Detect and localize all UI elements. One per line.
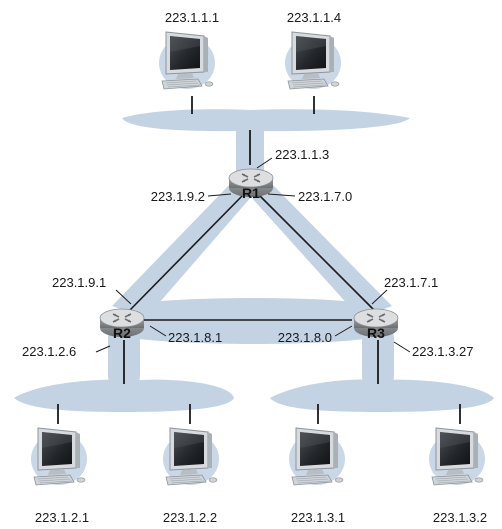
link-r1-r3-area [250, 182, 392, 318]
interface-label-r2-top: 223.1.9.1 [52, 275, 106, 290]
host-ip-label: 223.1.2.2 [163, 510, 217, 525]
interface-label-r1-top: 223.1.1.3 [275, 147, 329, 162]
interface-label-r3-top: 223.1.7.1 [384, 275, 438, 290]
interface-label-r3-bottom: 223.1.3.27 [412, 344, 473, 359]
host-ip-label: 223.1.1.4 [287, 10, 341, 25]
subnet-areas [14, 109, 494, 412]
host-ip-label: 223.1.1.1 [165, 10, 219, 25]
interface-labels: 223.1.1.3 223.1.9.2 223.1.7.0 223.1.9.1 … [22, 147, 473, 359]
computer-icon [428, 427, 486, 486]
lan-223-1-1 [122, 109, 410, 132]
router-label: R2 [113, 325, 131, 341]
label-leaders [95, 157, 411, 353]
interface-label-r3-left: 223.1.8.0 [278, 330, 332, 345]
router-r3: R3 [353, 308, 399, 341]
computer-icon [162, 427, 220, 486]
lan-223-1-2 [14, 379, 234, 412]
router-label: R3 [367, 325, 385, 341]
router-r1: R1 [228, 168, 274, 201]
computer-icon [30, 427, 88, 486]
computer-icon [284, 31, 342, 90]
links [57, 96, 461, 424]
router-r2: R2 [99, 308, 145, 341]
link-r1-r3 [257, 193, 375, 311]
host-top-right: 223.1.1.4 [284, 10, 342, 90]
interface-label-r1-right: 223.1.7.0 [298, 189, 352, 204]
link-r1-r2 [129, 193, 245, 311]
host-bottom-2: 223.1.2.2 [162, 427, 220, 525]
router-label: R1 [242, 185, 260, 201]
host-ip-label: 223.1.2.1 [35, 510, 89, 525]
computer-icon [158, 31, 216, 90]
interface-label-r2-right: 223.1.8.1 [168, 330, 222, 345]
host-bottom-4: 223.1.3.2 [428, 427, 487, 525]
host-ip-label: 223.1.3.2 [433, 510, 487, 525]
host-bottom-3: 223.1.3.1 [288, 427, 346, 525]
host-ip-label: 223.1.3.1 [291, 510, 345, 525]
interface-label-r1-left: 223.1.9.2 [151, 189, 205, 204]
interface-label-r2-bottom: 223.1.2.6 [22, 344, 76, 359]
link-r1-r2-area [112, 182, 252, 318]
host-bottom-1: 223.1.2.1 [30, 427, 89, 525]
computer-icon [288, 427, 346, 486]
lan-223-1-3 [270, 379, 494, 412]
host-top-left: 223.1.1.1 [158, 10, 219, 90]
link-r2-r3-area [130, 298, 372, 344]
